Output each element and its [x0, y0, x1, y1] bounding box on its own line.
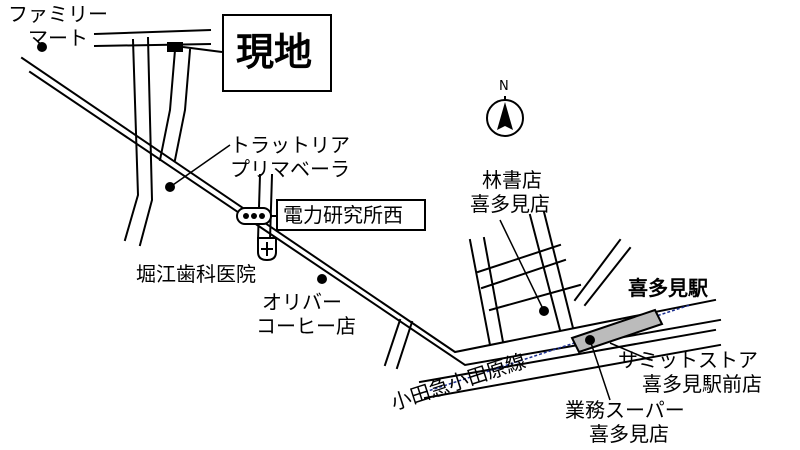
- trattoria-leader: [169, 144, 231, 188]
- gyomu-super-label: 業務スーパー 喜多見店: [565, 398, 685, 446]
- station-label: 喜多見駅: [628, 276, 708, 300]
- olive-coffee-marker: [317, 274, 327, 284]
- site-callout-line: [182, 46, 223, 53]
- grid-road-4: [542, 210, 575, 330]
- family-mart-label: ファミリー マート: [8, 2, 108, 50]
- summit-store-label: サミットストア 喜多見駅前店: [618, 348, 762, 396]
- grid-road-6: [480, 258, 567, 290]
- north-label: N: [499, 79, 509, 94]
- family-mart-marker: [37, 42, 47, 52]
- bus-stop-label: 電力研究所西: [283, 203, 403, 227]
- bus-stop-label-box: [276, 199, 426, 231]
- side-street-2: [268, 173, 274, 242]
- horie-dental-label: 堀江歯科医院: [136, 262, 256, 286]
- olive-coffee-label: オリバー コーヒー店: [256, 290, 356, 338]
- site-label-box: [222, 14, 332, 92]
- ns-road-east-2: [173, 48, 192, 162]
- ns-road-right: [138, 36, 154, 247]
- main-road-edge-upper: [20, 56, 717, 354]
- station-road-edge-2: [423, 343, 722, 400]
- main-road-edge-lower: [28, 70, 722, 367]
- hayashi-leader: [499, 219, 545, 312]
- ns-road-east: [158, 48, 177, 162]
- summit-leader: [609, 342, 651, 361]
- top-road-1: [93, 28, 212, 36]
- side-street-3: [383, 318, 402, 367]
- grid-road-3: [528, 213, 562, 332]
- site-building: [167, 42, 183, 52]
- grid-road-8: [573, 238, 622, 302]
- hayashi-books-label: 林書店 喜多見店: [470, 168, 550, 216]
- trattoria-label: トラットリア プリマベーラ: [230, 133, 350, 181]
- gyomu-leader: [589, 339, 611, 401]
- north-compass-icon: [486, 96, 524, 137]
- grid-road-1: [468, 238, 492, 347]
- site-label: 現地: [236, 30, 313, 74]
- station-road-edge-1: [418, 328, 717, 384]
- ns-road-left: [123, 38, 140, 242]
- grid-road-7: [488, 283, 582, 312]
- top-road-2: [93, 42, 212, 48]
- side-street-4: [395, 320, 414, 370]
- grid-road-9: [583, 246, 632, 307]
- grid-road-2: [482, 236, 505, 344]
- dental-clinic-icon: [257, 237, 277, 262]
